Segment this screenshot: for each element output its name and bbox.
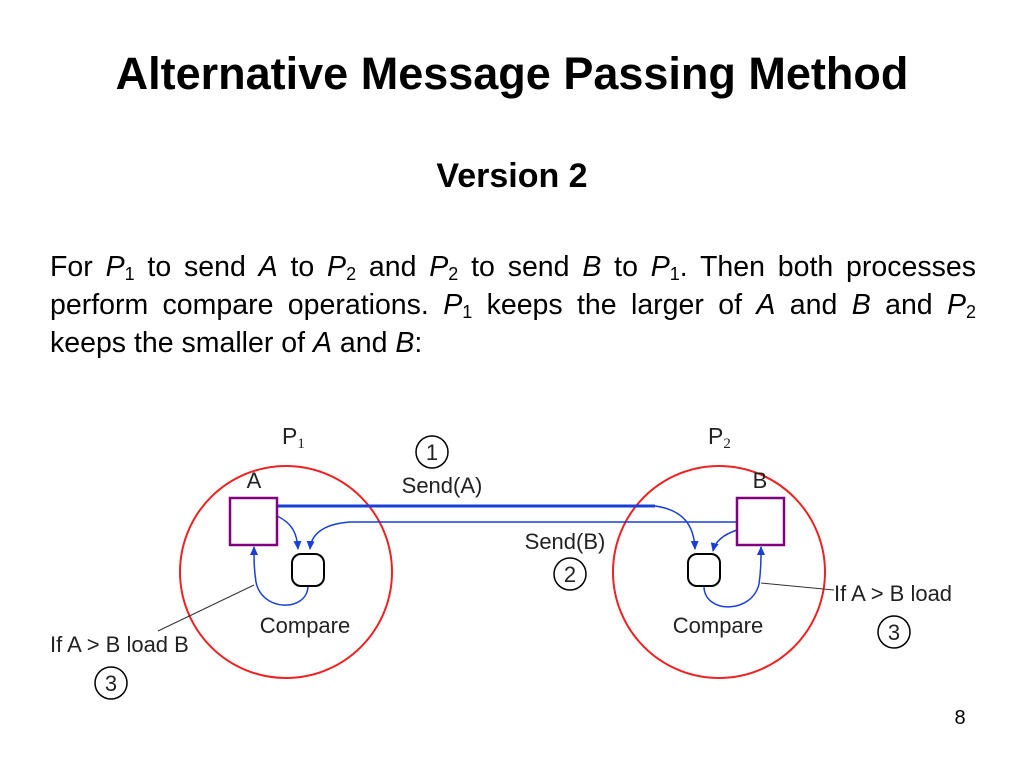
process-p1-label: P1 [282, 423, 305, 452]
body-sub: 1 [462, 302, 473, 322]
compare-left-label: Compare [260, 613, 350, 638]
body-keeps-smaller: keeps the smaller of [50, 327, 306, 359]
register-b-label: B [753, 468, 768, 493]
body-var-p: P [650, 251, 670, 283]
body-sub: 2 [448, 264, 459, 284]
step-3-right-number: 3 [888, 620, 900, 645]
process-p2-circle [612, 465, 826, 679]
body-var-a: A [312, 327, 332, 359]
step-3-right-circle [877, 615, 911, 649]
body-colon: : [414, 327, 423, 359]
body-keeps-larger: keeps the larger of [486, 289, 742, 321]
process-p1-subscript: 1 [297, 436, 305, 452]
compare-right-label: Compare [673, 613, 763, 638]
left-condition-label: If A > B load B [50, 632, 189, 657]
step-2-number: 2 [564, 562, 576, 587]
step-2-label: Send(B) [525, 529, 606, 554]
body-word-and: and [339, 327, 388, 359]
body-word-to: to [290, 251, 315, 283]
step-1-number: 1 [426, 440, 438, 465]
body-var-p: P [443, 289, 463, 321]
register-b-box [735, 496, 786, 547]
left-compare-result-arrow [250, 546, 309, 606]
slide-subtitle: Version 2 [436, 157, 588, 195]
left-condition-leader-line [157, 584, 255, 632]
body-word-and: and [789, 289, 838, 321]
step-1-label: Send(A) [402, 473, 483, 498]
body-var-b: B [851, 289, 871, 321]
right-condition-leader-line [760, 582, 835, 591]
body-sub: 2 [966, 302, 977, 322]
process-p1-letter: P [282, 423, 297, 449]
compare-unit-left [291, 553, 325, 587]
page-number: 8 [954, 707, 966, 729]
body-sub: 2 [346, 264, 357, 284]
body-sub: 1 [669, 264, 680, 284]
register-a-label: A [247, 468, 262, 493]
right-condition-label: If A > B load [834, 581, 952, 606]
body-var-b: B [582, 251, 602, 283]
step-1-circle [415, 435, 449, 469]
body-word-send: send [507, 251, 570, 283]
body-paragraph: For P1 to send A to P2 and P2 to send B … [50, 248, 976, 362]
process-p2-letter: P [708, 423, 723, 449]
body-sub: 1 [124, 264, 135, 284]
body-word-to: to [147, 251, 172, 283]
body-var-p: P [327, 251, 347, 283]
step-2-circle [553, 557, 587, 591]
body-word-send: send [184, 251, 246, 283]
process-p2-subscript: 2 [723, 436, 731, 452]
register-a-box [228, 496, 279, 547]
local-a-to-compare-arrow [276, 515, 302, 550]
body-var-a: A [258, 251, 278, 283]
body-word-to: to [614, 251, 638, 283]
process-p1-circle [179, 465, 393, 679]
send-b-arrow [306, 521, 351, 550]
body-word-to: to [471, 251, 495, 283]
step-3-left-number: 3 [105, 671, 117, 696]
local-b-to-compare-arrow [710, 529, 738, 552]
body-var-p: P [429, 251, 449, 283]
step-3-left-circle [94, 666, 128, 700]
compare-unit-right [687, 553, 721, 587]
body-sentence-2: Then both processes perform compare oper… [50, 251, 976, 321]
process-p2-label: P2 [708, 423, 731, 452]
slide-title: Alternative Message Passing Method [115, 48, 909, 99]
body-var-p: P [947, 289, 967, 321]
body-word-and: and [368, 251, 417, 283]
body-period: . [679, 251, 688, 283]
body-var-b: B [395, 327, 415, 359]
body-var-p: P [105, 251, 125, 283]
right-compare-result-arrow [703, 546, 765, 608]
body-var-a: A [756, 289, 776, 321]
body-word-and: and [885, 289, 933, 321]
body-word-for: For [50, 251, 93, 283]
send-a-arrow [654, 505, 699, 550]
